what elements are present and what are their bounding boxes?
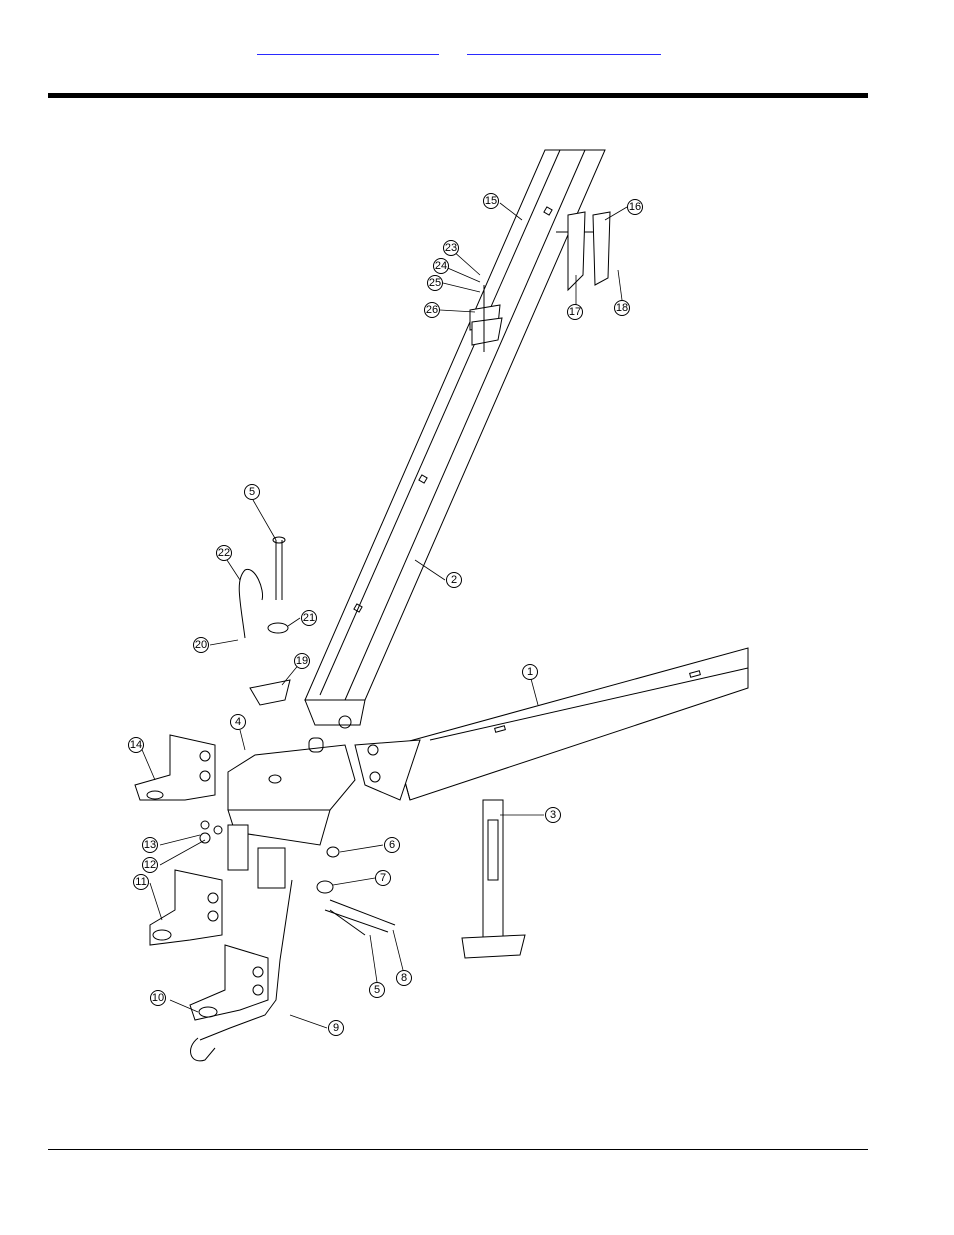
callout-label: 5 [374, 984, 380, 996]
callout-3 [545, 807, 561, 823]
parts-diagram: 1 2 3 4 5 5 6 7 8 9 10 11 12 13 14 15 16… [120, 140, 760, 1080]
callout-label: 6 [389, 839, 395, 851]
header-rule [48, 93, 868, 98]
callout-label: 10 [152, 992, 164, 1004]
callout-17 [567, 304, 583, 320]
callout-8 [396, 970, 412, 986]
callout-2 [446, 572, 462, 588]
hitch-box [227, 737, 356, 846]
callout-label: 22 [218, 547, 230, 559]
callout-label: 21 [303, 612, 315, 624]
callout-22 [216, 545, 232, 561]
tongue-beam-upper [304, 149, 606, 729]
tongue-beam-lower [354, 647, 749, 801]
callout-label: 15 [485, 195, 497, 207]
callout-label: 11 [135, 876, 146, 888]
callout-circles [128, 193, 643, 1036]
callout-14 [128, 737, 144, 753]
callout-13 [142, 837, 158, 853]
callout-19 [294, 653, 310, 669]
small-hardware [199, 211, 611, 936]
callout-label: 19 [296, 655, 308, 667]
callout-numbers: 1 2 3 4 5 5 6 7 8 9 10 11 12 13 14 15 16… [130, 195, 641, 1034]
callout-label: 5 [249, 486, 255, 498]
callout-18 [614, 300, 630, 316]
callout-label: 23 [445, 242, 457, 254]
hitch-clevis-11 [149, 869, 223, 946]
jack-stand [461, 799, 526, 959]
callout-23 [443, 240, 459, 256]
callout-label: 16 [629, 201, 641, 213]
callout-label: 25 [429, 277, 441, 289]
callout-leaders [139, 202, 628, 1029]
callout-4 [230, 714, 246, 730]
header-link-right[interactable] [467, 42, 661, 55]
callout-1 [522, 664, 538, 680]
callout-26 [424, 302, 440, 318]
callout-label: 20 [195, 639, 207, 651]
callout-label: 13 [144, 839, 156, 851]
callout-12 [142, 857, 158, 873]
hitch-clevis-10 [189, 944, 269, 1021]
callout-label: 8 [401, 972, 407, 984]
callout-10 [150, 990, 166, 1006]
callout-label: 1 [527, 666, 533, 678]
callout-label: 4 [235, 716, 241, 728]
callout-5a [244, 484, 260, 500]
callout-label: 26 [426, 304, 438, 316]
callout-label: 18 [616, 302, 628, 314]
callout-15 [483, 193, 499, 209]
callout-label: 14 [130, 739, 142, 751]
callout-11 [133, 874, 149, 890]
callout-label: 9 [333, 1022, 339, 1034]
callout-25 [427, 275, 443, 291]
clevis-plates [227, 824, 286, 889]
callout-label: 2 [451, 574, 457, 586]
callout-7 [375, 870, 391, 886]
callout-6 [384, 837, 400, 853]
callout-label: 3 [550, 809, 556, 821]
footer-rule [48, 1149, 868, 1150]
header-link-left[interactable] [257, 42, 439, 55]
callout-21 [301, 610, 317, 626]
callout-label: 24 [435, 260, 447, 272]
callout-label: 7 [380, 872, 386, 884]
callout-20 [193, 637, 209, 653]
callout-24 [433, 258, 449, 274]
callout-9 [328, 1020, 344, 1036]
callout-5b [369, 982, 385, 998]
hitch-clevis-14 [134, 734, 216, 801]
callout-label: 12 [144, 859, 156, 871]
callout-16 [627, 199, 643, 215]
safety-chain [190, 879, 293, 1062]
callout-label: 17 [569, 306, 581, 318]
